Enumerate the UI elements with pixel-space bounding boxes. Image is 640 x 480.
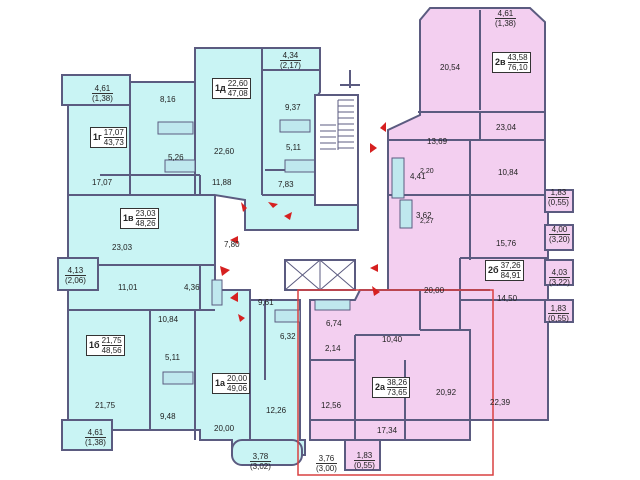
stair-core (284, 70, 360, 291)
entrance-arrows (220, 122, 386, 322)
highlight-frame (297, 289, 494, 476)
pink-wing (309, 7, 574, 471)
cyan-wing (57, 47, 359, 466)
